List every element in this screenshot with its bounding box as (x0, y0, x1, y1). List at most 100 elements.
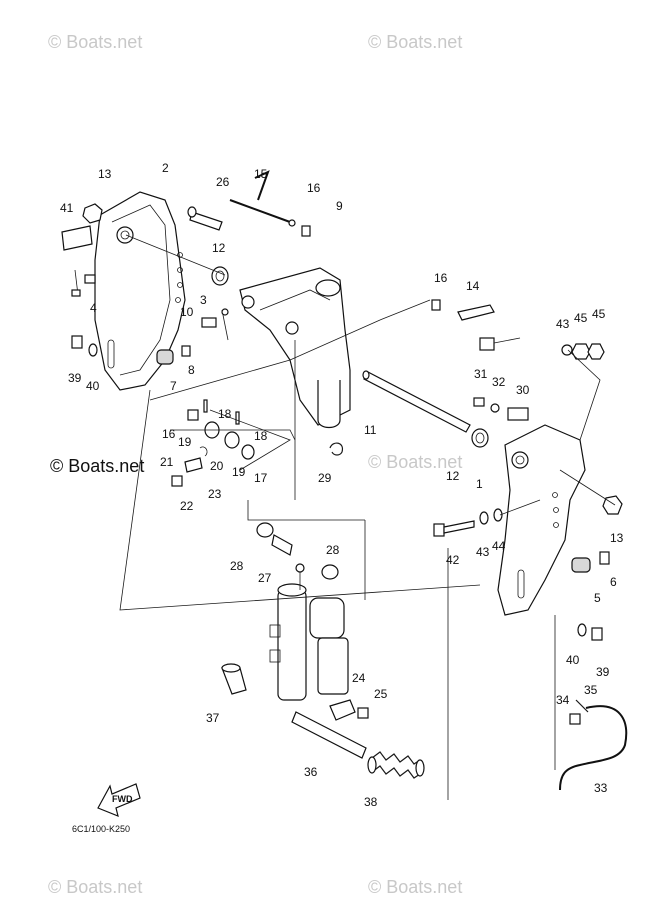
callout-5: 5 (594, 591, 601, 605)
callout-7: 7 (170, 379, 177, 393)
screw-16-top (301, 225, 311, 237)
callout-12-top: 12 (212, 241, 226, 255)
callout-17: 17 (254, 471, 268, 485)
tilt-shaft-11 (362, 370, 471, 433)
watermark-mid-right: © Boats.net (368, 452, 462, 472)
callout-12-right: 12 (446, 469, 460, 483)
callout-42: 42 (446, 553, 460, 567)
callout-4: 4 (90, 301, 97, 315)
callout-23: 23 (208, 487, 222, 501)
callout-30: 30 (516, 383, 530, 397)
callout-27: 27 (258, 571, 272, 585)
callout-40-left: 40 (86, 379, 100, 393)
callout-24: 24 (352, 671, 366, 685)
screw-16-left (187, 409, 199, 421)
callout-1: 1 (476, 477, 483, 491)
callout-39-right: 39 (596, 665, 610, 679)
screw-16-right (431, 299, 441, 311)
callout-numbers: 13 2 41 4 39 40 7 8 26 15 16 9 12 3 10 1… (60, 161, 624, 809)
callout-34: 34 (556, 693, 570, 707)
callout-13-right: 13 (610, 531, 624, 545)
fwd-label: FWD (112, 794, 133, 804)
callout-14: 14 (466, 279, 480, 293)
drawing-code: 6C1/100-K250 (72, 824, 130, 834)
clip-29 (329, 442, 344, 456)
bushing-12-right (471, 428, 489, 448)
callout-13-top: 13 (98, 167, 112, 181)
grease-nipple-10 (201, 317, 217, 328)
callout-3: 3 (200, 293, 207, 307)
bushing-37 (221, 663, 247, 695)
tilt-lever-15 (229, 170, 296, 227)
bolt-39-right (577, 623, 603, 641)
bolt-6 (599, 551, 610, 565)
callout-35: 35 (584, 683, 598, 697)
callout-22: 22 (180, 499, 194, 513)
callout-18-a: 18 (218, 407, 232, 421)
small-parts-cluster (171, 399, 255, 487)
bolt-42 (433, 508, 503, 537)
callout-38: 38 (364, 795, 378, 809)
lever-14 (457, 304, 521, 351)
callout-16-right: 16 (434, 271, 448, 285)
anode-5 (571, 557, 591, 573)
callout-21: 21 (160, 455, 174, 469)
bracket-24 (329, 699, 369, 721)
bolt-4 (71, 269, 96, 297)
callout-44: 44 (492, 539, 506, 553)
callout-8: 8 (188, 363, 195, 377)
right-clamp-bracket (497, 424, 586, 616)
callout-15: 15 (254, 167, 268, 181)
callout-36: 36 (304, 765, 318, 779)
anode-7 (156, 349, 174, 365)
spring-38 (367, 751, 425, 779)
callout-43-right: 43 (476, 545, 490, 559)
callout-16-top: 16 (307, 181, 321, 195)
watermark-top-right: © Boats.net (368, 32, 462, 52)
pin-26 (187, 206, 223, 231)
bushing-12-top (211, 266, 229, 286)
callout-10: 10 (180, 305, 194, 319)
callout-45-b: 45 (592, 307, 606, 321)
pin-36 (291, 711, 367, 759)
callout-20: 20 (210, 459, 224, 473)
callout-2: 2 (162, 161, 169, 175)
callout-6: 6 (610, 575, 617, 589)
hose-35 (559, 699, 628, 791)
callout-45-a: 45 (574, 311, 588, 325)
watermark-center: © Boats.net (50, 456, 144, 476)
callout-18-b: 18 (254, 429, 268, 443)
washer-43-45 (561, 343, 605, 360)
watermark-top-left: © Boats.net (48, 32, 142, 52)
nut-13-right (602, 495, 623, 515)
callout-11: 11 (364, 423, 377, 437)
power-tilt-unit (269, 563, 349, 701)
callout-28-left: 28 (230, 559, 244, 573)
bolt-8 (181, 345, 191, 357)
callout-29: 29 (318, 471, 332, 485)
callout-32: 32 (492, 375, 506, 389)
callout-19-right: 19 (232, 465, 246, 479)
callout-26: 26 (216, 175, 230, 189)
callout-43-top: 43 (556, 317, 570, 331)
watermark-bottom-left: © Boats.net (48, 877, 142, 897)
callout-33: 33 (594, 781, 608, 795)
tag-plate (61, 225, 93, 251)
watermark-bottom-right: © Boats.net (368, 877, 462, 897)
callout-41: 41 (60, 201, 74, 215)
nut-top-left (82, 203, 103, 224)
collar-27-28 (256, 522, 339, 580)
callout-40-right: 40 (566, 653, 580, 667)
callout-37: 37 (206, 711, 220, 725)
callout-31: 31 (474, 367, 488, 381)
bolt-39-left (71, 335, 98, 357)
fwd-arrow-icon: FWD (97, 783, 141, 817)
callout-16-left: 16 (162, 427, 176, 441)
fitting-30 (473, 397, 529, 421)
clip-3 (221, 308, 229, 341)
callout-28-right: 28 (326, 543, 340, 557)
callout-9: 9 (336, 199, 343, 213)
leader-lines (119, 234, 616, 800)
callout-19-left: 19 (178, 435, 192, 449)
